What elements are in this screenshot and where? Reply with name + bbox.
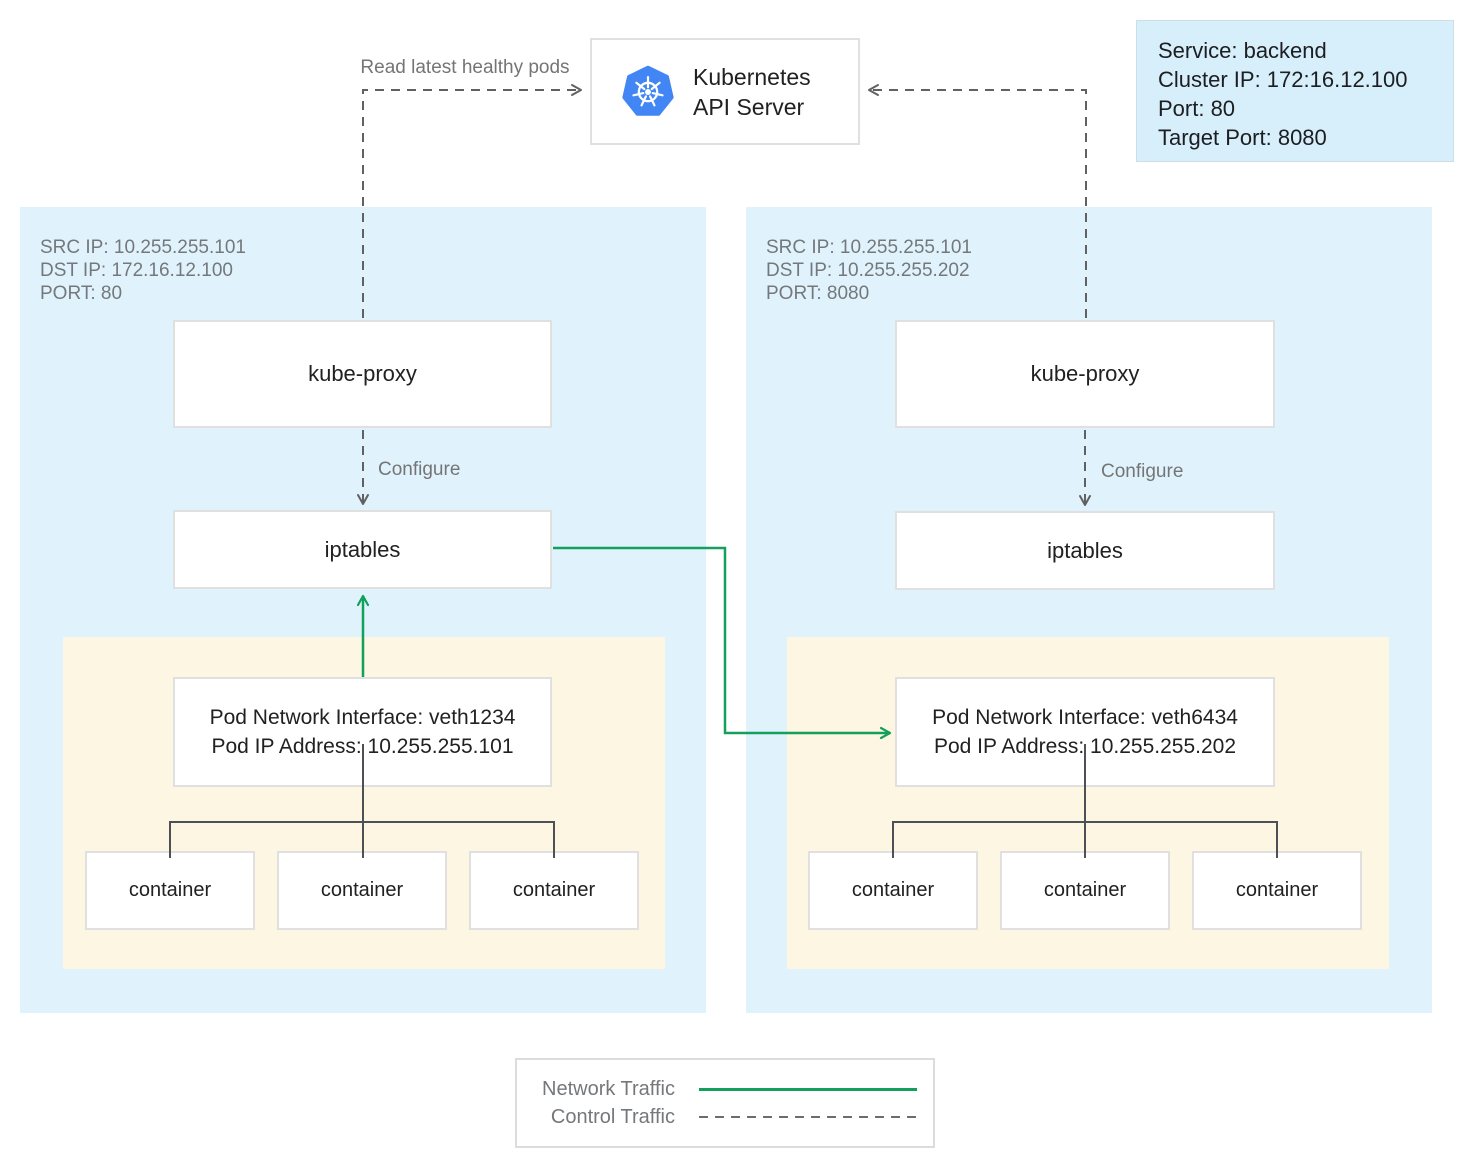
kube-proxy-box-left: kube-proxy <box>173 320 552 428</box>
container-box: container <box>85 851 255 930</box>
node-left-meta: SRC IP: 10.255.255.101 DST IP: 172.16.12… <box>40 236 246 305</box>
src-ip-label: SRC IP: 10.255.255.101 <box>40 237 246 258</box>
legend-label-network-traffic: Network Traffic <box>542 1077 675 1100</box>
kubernetes-api-server-box: Kubernetes API Server <box>590 38 860 145</box>
container-box: container <box>1000 851 1170 930</box>
container-label: container <box>851 879 935 901</box>
configure-label-right: Configure <box>1101 461 1184 482</box>
node-right-meta: SRC IP: 10.255.255.101 DST IP: 10.255.25… <box>766 236 972 305</box>
configure-label-left: Configure <box>378 459 461 480</box>
network-traffic-line-sample <box>699 1087 917 1091</box>
legend-box: Network Traffic Control Traffic <box>515 1058 935 1148</box>
kube-proxy-box-right: kube-proxy <box>895 320 1275 428</box>
control-traffic-line-sample <box>699 1115 917 1119</box>
api-server-title-line2: API Server <box>693 93 805 120</box>
container-box: container <box>808 851 978 930</box>
pod-interface-line2: Pod IP Address: 10.255.255.202 <box>933 735 1237 758</box>
kubernetes-logo-icon <box>622 65 674 116</box>
iptables-box-left: iptables <box>173 510 552 589</box>
container-label: container <box>512 879 596 901</box>
container-label: container <box>1043 879 1127 901</box>
container-label: container <box>320 879 404 901</box>
service-port: Port: 80 <box>1158 96 1236 121</box>
container-label: container <box>1235 879 1319 901</box>
kube-proxy-label: kube-proxy <box>308 361 417 386</box>
iptables-box-right: iptables <box>895 511 1275 590</box>
pod-interface-line1: Pod Network Interface: veth1234 <box>209 706 516 729</box>
kube-proxy-label: kube-proxy <box>1030 361 1140 386</box>
iptables-label: iptables <box>324 536 401 562</box>
src-ip-label: SRC IP: 10.255.255.101 <box>766 237 972 258</box>
pod-interface-line1: Pod Network Interface: veth6434 <box>932 706 1238 729</box>
legend-label-control-traffic: Control Traffic <box>550 1105 675 1128</box>
pod-network-interface-box-right: Pod Network Interface: veth6434 Pod IP A… <box>895 677 1275 787</box>
container-box: container <box>277 851 447 930</box>
port-label: PORT: 8080 <box>766 283 870 304</box>
dst-ip-label: DST IP: 172.16.12.100 <box>40 260 233 281</box>
legend-row-network-traffic: Network Traffic <box>517 1078 933 1101</box>
container-box: container <box>1192 851 1362 930</box>
service-info-card: Service: backend Cluster IP: 172:16.12.1… <box>1136 20 1454 162</box>
read-latest-healthy-pods-label: Read latest healthy pods <box>360 57 570 78</box>
service-name: Service: backend <box>1158 38 1327 63</box>
iptables-label: iptables <box>1047 537 1123 563</box>
container-box: container <box>469 851 639 930</box>
api-server-title-line1: Kubernetes <box>693 63 811 90</box>
pod-interface-line2: Pod IP Address: 10.255.255.101 <box>211 735 514 758</box>
port-label: PORT: 80 <box>40 283 123 304</box>
legend-row-control-traffic: Control Traffic <box>517 1106 933 1129</box>
container-label: container <box>128 879 212 901</box>
service-target-port: Target Port: 8080 <box>1158 125 1327 150</box>
dst-ip-label: DST IP: 10.255.255.202 <box>766 260 970 281</box>
service-cluster-ip: Cluster IP: 172:16.12.100 <box>1158 67 1408 92</box>
pod-network-interface-box-left: Pod Network Interface: veth1234 Pod IP A… <box>173 677 552 787</box>
api-server-title: Kubernetes API Server <box>693 62 811 122</box>
